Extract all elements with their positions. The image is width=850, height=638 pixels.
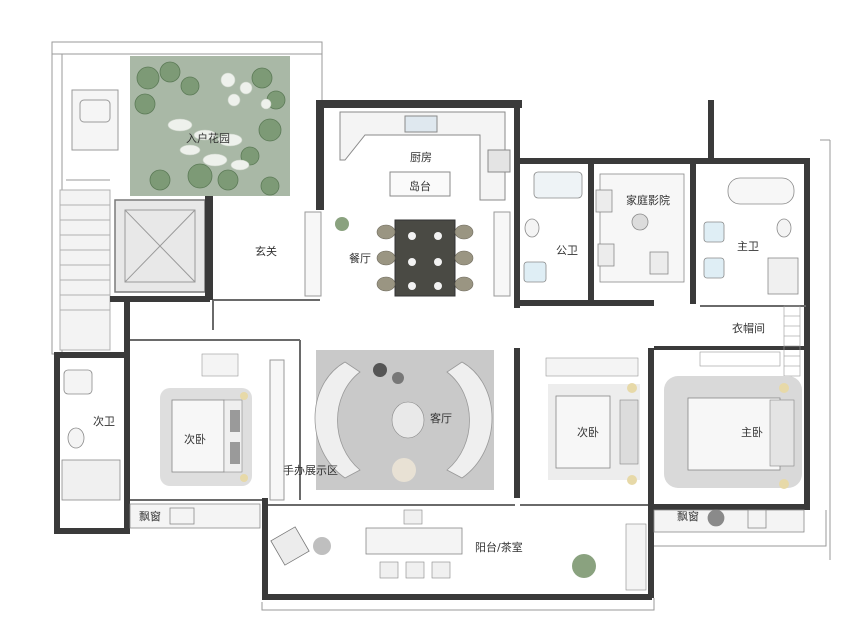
label-second-bedroom-left: 次卧 [184,433,206,446]
cabinets [269,211,511,501]
kitchen-counters [339,111,511,201]
label-walk-in-closet: 衣帽间 [732,322,765,335]
stairwell [59,189,111,351]
home-theater-furniture [595,173,685,283]
label-living: 客厅 [430,412,452,425]
label-bay-window-right: 飘窗 [677,510,699,523]
label-dining: 餐厅 [349,252,371,265]
label-second-bath: 次卫 [93,415,115,428]
label-entry-garden: 入户花园 [186,132,230,145]
label-home-theater: 家庭影院 [626,194,670,207]
entry-garden [130,56,290,196]
label-balcony: 阳台/茶室 [475,541,523,554]
public-bath-fixtures [523,171,583,283]
closet-shelving [699,305,801,377]
outer-rail [261,510,827,611]
label-figure-display: 手办展示区 [283,464,338,477]
master-bedroom-furniture [664,376,802,489]
living-rug [314,350,494,490]
label-bay-window-left: 飘窗 [139,510,161,523]
thin-walls [130,299,806,506]
label-kitchen: 厨房 [410,151,432,164]
label-island: 岛台 [409,180,431,193]
label-public-bath: 公卫 [556,244,578,257]
left-bedroom-furniture [160,353,252,486]
dining-table [376,219,474,297]
second-bath-fixtures [61,369,121,501]
service-fixtures [71,89,119,151]
bay-windows [129,503,805,533]
master-bath-fixtures [703,177,799,295]
label-master-bath: 主卫 [737,240,759,253]
right-bedroom-furniture [545,357,640,485]
elevator [114,199,206,293]
label-foyer: 玄关 [255,245,277,258]
walls [54,100,810,600]
balcony-furniture [270,217,647,591]
label-master-bedroom: 主卧 [741,426,763,439]
label-second-bedroom-right: 次卧 [577,426,599,439]
